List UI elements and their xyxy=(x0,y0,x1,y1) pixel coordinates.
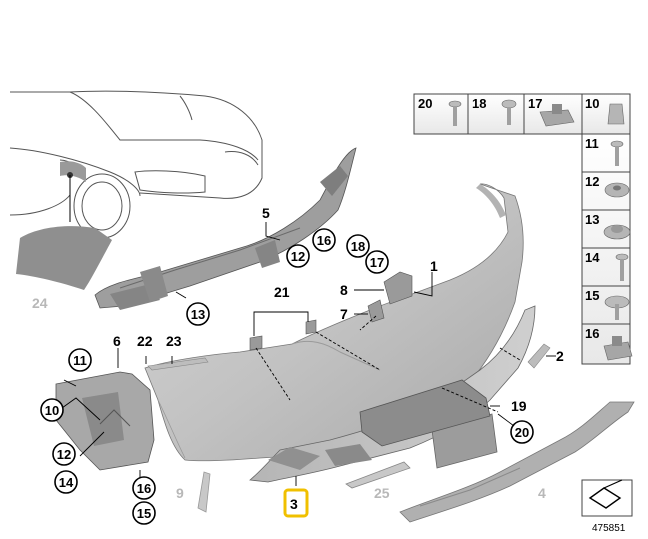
legend-label-14: 14 xyxy=(585,250,600,265)
legend-label-13: 13 xyxy=(585,212,599,227)
bolt-icon xyxy=(501,99,517,125)
callout-4: 4 xyxy=(538,485,546,501)
fender-flare-marker xyxy=(60,161,86,222)
screw-icon xyxy=(610,140,624,166)
svg-text:14: 14 xyxy=(59,475,74,490)
callout-25: 25 xyxy=(374,485,390,501)
washer-screw-icon xyxy=(604,295,630,320)
clip-nut-icon xyxy=(539,104,575,127)
svg-text:16: 16 xyxy=(317,233,331,248)
circled-callout-14: 14 xyxy=(54,470,78,494)
license-bracket-part xyxy=(359,379,491,447)
reflector-part xyxy=(197,471,211,513)
callout-23: 23 xyxy=(166,333,182,349)
legend-label-17: 17 xyxy=(528,96,542,111)
circled-callout-16b: 16 xyxy=(132,476,156,500)
speed-nut-icon xyxy=(607,103,625,125)
highlight-callout-3: 3 xyxy=(283,488,309,518)
circled-callout-11: 11 xyxy=(68,348,92,372)
bumper-carrier-part xyxy=(94,147,357,310)
clip-part-2 xyxy=(527,343,551,369)
callout-19: 19 xyxy=(511,398,527,414)
fastener-legend xyxy=(413,93,631,365)
legend-label-16: 16 xyxy=(585,326,599,341)
callout-22: 22 xyxy=(137,333,153,349)
legend-label-18: 18 xyxy=(472,96,486,111)
bracket-part-8 xyxy=(383,271,413,305)
callout-5: 5 xyxy=(262,205,270,221)
circled-callout-15: 15 xyxy=(132,501,156,525)
circled-callout-10: 10 xyxy=(40,398,64,422)
svg-text:10: 10 xyxy=(45,403,59,418)
circled-callout-18: 18 xyxy=(346,234,370,258)
legend-label-15: 15 xyxy=(585,288,599,303)
clip-part-21 xyxy=(249,319,317,351)
screw-icon xyxy=(448,100,462,126)
trim-strip-part xyxy=(345,461,411,489)
legend-label-10: 10 xyxy=(585,96,599,111)
callout-6: 6 xyxy=(113,333,121,349)
side-bracket-part xyxy=(55,371,155,471)
legend-label-11: 11 xyxy=(585,136,599,151)
circled-callout-17: 17 xyxy=(365,250,389,274)
bracket-part-7 xyxy=(367,299,385,323)
strip-part xyxy=(147,357,209,371)
nut-icon xyxy=(604,182,630,198)
callout-1: 1 xyxy=(430,258,438,274)
circled-callout-20: 20 xyxy=(510,420,534,444)
circled-callout-12: 12 xyxy=(286,244,310,268)
clip-nut-icon xyxy=(603,336,633,361)
callout-8: 8 xyxy=(340,282,348,298)
circled-callout-13: 13 xyxy=(186,302,210,326)
lower-trim-part xyxy=(399,401,635,523)
callout-2: 2 xyxy=(556,348,564,364)
svg-text:13: 13 xyxy=(191,307,205,322)
protective-film-part xyxy=(16,226,112,290)
reference-number: 475851 xyxy=(592,523,626,534)
screw-icon xyxy=(615,253,629,281)
dashed-leader-lines xyxy=(255,315,521,413)
view-direction-icon xyxy=(581,479,633,517)
legend-label-20: 20 xyxy=(418,96,432,111)
circled-callout-12b: 12 xyxy=(52,442,76,466)
svg-text:12: 12 xyxy=(57,447,71,462)
callout-21: 21 xyxy=(274,284,290,300)
svg-text:17: 17 xyxy=(370,255,384,270)
circled-callout-16: 16 xyxy=(312,228,336,252)
leader-to-20 xyxy=(497,413,515,427)
svg-text:12: 12 xyxy=(291,249,305,264)
callout-7: 7 xyxy=(340,306,348,322)
legend-label-12: 12 xyxy=(585,174,599,189)
car-outline xyxy=(9,90,263,239)
callout-9: 9 xyxy=(176,485,184,501)
nut-icon xyxy=(603,224,631,240)
svg-text:20: 20 xyxy=(515,425,529,440)
svg-text:16: 16 xyxy=(137,481,151,496)
callout-24: 24 xyxy=(32,295,48,311)
svg-text:15: 15 xyxy=(137,506,151,521)
svg-text:11: 11 xyxy=(73,353,87,368)
svg-text:18: 18 xyxy=(351,239,365,254)
callout-3: 3 xyxy=(290,496,298,512)
leader-lines xyxy=(61,222,556,486)
